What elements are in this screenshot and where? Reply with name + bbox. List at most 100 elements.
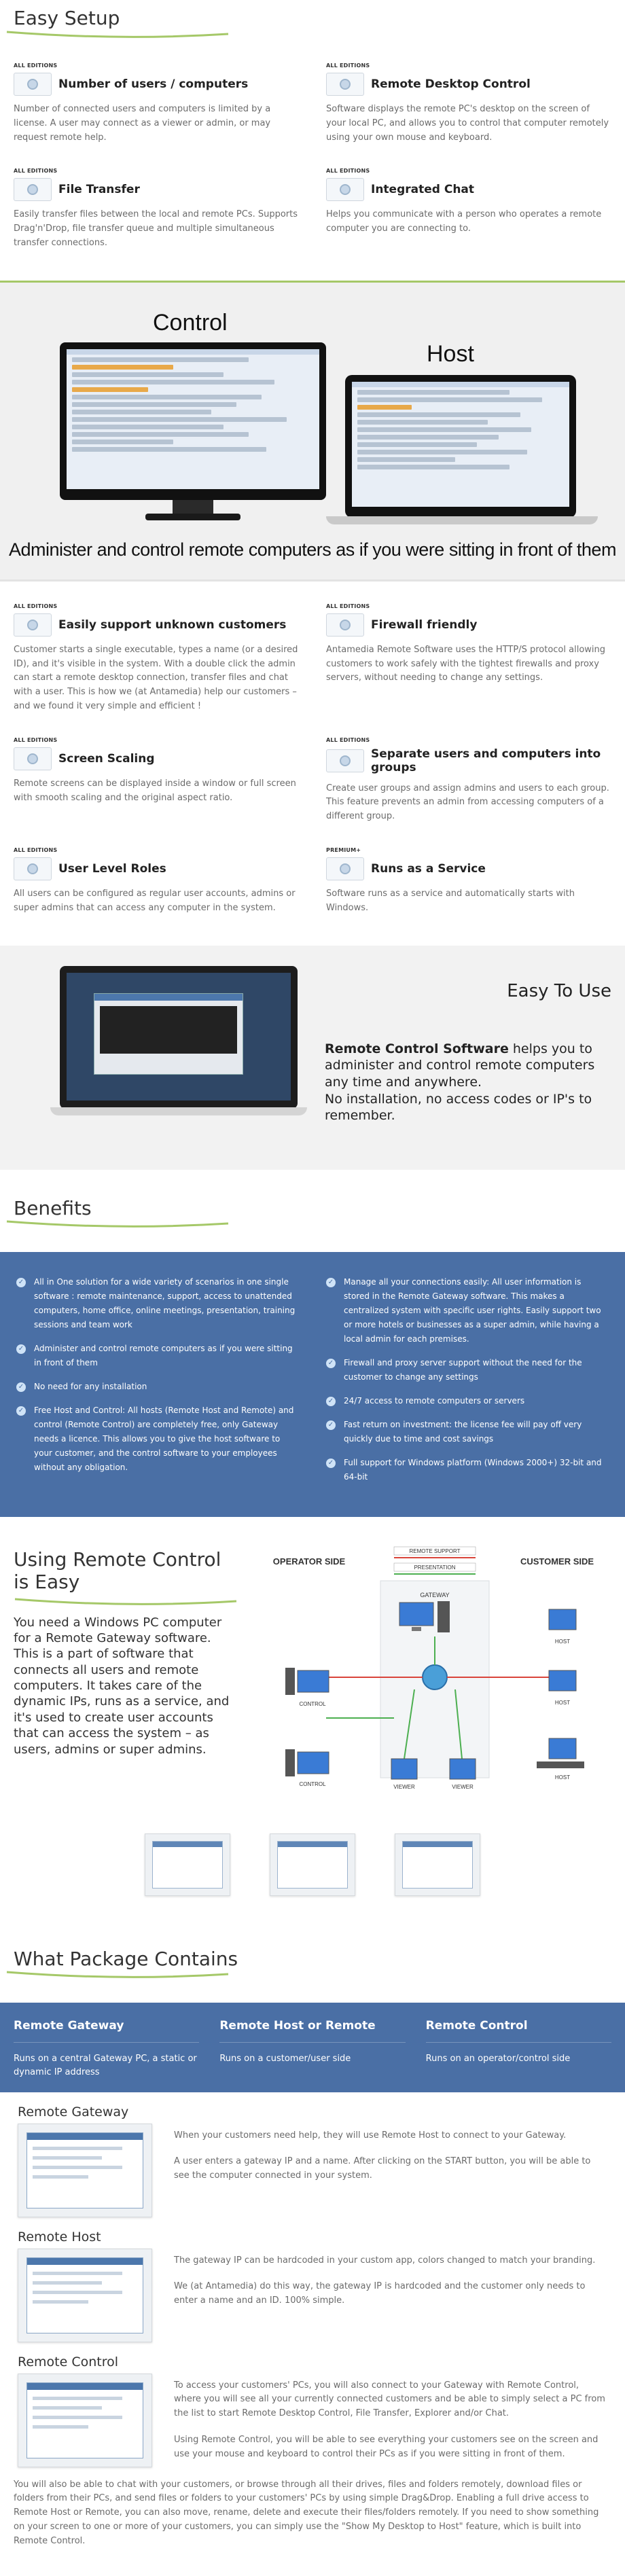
edition-badge: ALL EDITIONS: [14, 168, 58, 175]
benefit-text: All in One solution for a wide variety o…: [34, 1276, 296, 1329]
check-icon: ✓: [16, 1382, 26, 1392]
app-screenshot[interactable]: [18, 2373, 152, 2467]
feature-text: All users can be configured as regular u…: [14, 888, 296, 913]
edition-badge: ALL EDITIONS: [14, 62, 58, 69]
benefits-right-list: ✓ Manage all your connections easily: All…: [326, 1275, 609, 1494]
feature-title: User Level Roles: [58, 861, 166, 876]
feature-title: Integrated Chat: [371, 183, 475, 197]
green-swoosh: [6, 31, 229, 38]
feature-text: Number of connected users and computers …: [14, 104, 271, 143]
easy-to-use: Easy To Use Remote Control Software help…: [0, 945, 625, 1170]
control-monitor: [60, 342, 326, 500]
check-icon: ✓: [16, 1406, 26, 1416]
monitor-base: [145, 513, 240, 520]
host-pc-icon-1: [548, 1609, 577, 1630]
package-paragraph: To access your customers' PCs, you will …: [174, 2380, 605, 2419]
benefit-item: ✓ Full support for Windows platform (Wind…: [326, 1456, 609, 1484]
benefits-panel: ✓ All in One solution for a wide variety …: [0, 1251, 625, 1517]
host-label-2: HOST: [555, 1700, 570, 1706]
app-screenshot[interactable]: [18, 2123, 152, 2217]
screenshot-thumb[interactable]: [145, 1833, 230, 1896]
viewer-pc-icon-2: [449, 1758, 476, 1780]
host-label-3: HOST: [555, 1774, 570, 1781]
feature-title: Remote Desktop Control: [371, 77, 531, 91]
benefit-item: ✓Free Host and Control: All hosts (Remot…: [16, 1403, 299, 1475]
green-swoosh: [6, 1220, 229, 1228]
benefit-item: ✓ Fast return on investment: the license …: [326, 1418, 609, 1446]
easy-text-2: No installation, no access codes or IP's…: [325, 1091, 592, 1124]
section-title: Using Remote Control is Easy: [14, 1548, 221, 1594]
package-paragraph: A user enters a gateway IP and a name. A…: [174, 2156, 591, 2181]
control-label: Control: [153, 309, 228, 336]
benefit-text: Firewall and proxy server support withou…: [344, 1357, 582, 1382]
feature-text: Antamedia Remote Software uses the HTTP/…: [326, 644, 606, 683]
benefit-text: Full support for Windows platform (Windo…: [344, 1457, 602, 1482]
package-column-text: Runs on an operator/control side: [425, 2053, 571, 2064]
benefits-header: Benefits: [0, 1170, 625, 1219]
easy-setup-header: Easy Setup: [0, 0, 625, 29]
benefit-text: Administer and control remote computers …: [34, 1343, 293, 1367]
using-remote-control: Using Remote Control is Easy You need a …: [0, 1535, 625, 1833]
green-swoosh: [14, 1598, 237, 1605]
support-icon: [14, 613, 52, 637]
viewer-label-1: VIEWER: [393, 1784, 415, 1790]
easy-to-use-text: Remote Control Software helps you to adm…: [325, 1041, 610, 1124]
feature-text: Software displays the remote PC's deskto…: [326, 104, 609, 143]
service-icon: [326, 857, 364, 880]
benefit-text: Manage all your connections easily: All …: [344, 1276, 601, 1344]
remote-support-label: REMOTE SUPPORT: [410, 1548, 461, 1554]
edition-badge: ALL EDITIONS: [326, 736, 370, 743]
users-icon: [14, 73, 52, 96]
easy-to-use-title: Easy To Use: [507, 980, 611, 1001]
check-icon: ✓: [326, 1358, 336, 1368]
network-diagram: OPERATOR SIDE CUSTOMER SIDE REMOTE SUPPO…: [273, 1546, 594, 1790]
roles-icon: [14, 857, 52, 880]
host-pc-icon-3: [537, 1738, 584, 1768]
gateway-label: GATEWAY: [420, 1592, 449, 1598]
edition-badge: ALL EDITIONS: [326, 62, 370, 69]
viewer-label-2: VIEWER: [452, 1784, 474, 1790]
feature-text: Remote screens can be displayed inside a…: [14, 778, 296, 803]
package-paragraph: The gateway IP can be hardcoded in your …: [174, 2255, 596, 2266]
check-icon: ✓: [326, 1458, 336, 1468]
screenshot-thumb[interactable]: [270, 1833, 355, 1896]
host-label-1: HOST: [555, 1639, 570, 1645]
app-screenshot[interactable]: [18, 2248, 152, 2342]
benefit-item: ✓24/7 access to remote computers or serv…: [326, 1394, 609, 1408]
benefit-item: ✓Administer and control remote computers…: [16, 1342, 299, 1370]
package-paragraph: We (at Antamedia) do this way, the gatew…: [174, 2281, 586, 2306]
package-column-text: Runs on a central Gateway PC, a static o…: [14, 2053, 197, 2078]
package-paragraph: When your customers need help, they will…: [174, 2130, 567, 2141]
edition-badge: ALL EDITIONS: [14, 603, 58, 609]
benefit-text: Fast return on investment: the license f…: [344, 1419, 582, 1444]
hero-caption: Administer and control remote computers …: [9, 539, 616, 560]
globe-icon: [422, 1664, 448, 1690]
host-laptop: [345, 374, 576, 518]
benefit-text: 24/7 access to remote computers or serve…: [344, 1395, 525, 1406]
section-title: Easy Setup: [14, 7, 120, 29]
edition-badge: ALL EDITIONS: [326, 603, 370, 609]
feature-text: Customer starts a single executable, typ…: [14, 644, 298, 711]
hero-banner: Control Host: [0, 282, 625, 582]
check-icon: ✓: [326, 1420, 336, 1430]
feature-title: Firewall friendly: [371, 618, 478, 632]
benefits-left-list: ✓ All in One solution for a wide variety …: [16, 1275, 299, 1494]
benefit-item: ✓No need for any installation: [16, 1380, 299, 1394]
benefit-item: ✓All in One solution for a wide variety …: [16, 1275, 299, 1332]
screenshot-thumb[interactable]: [395, 1833, 480, 1896]
laptop-base: [326, 516, 598, 524]
control-pc-icon-1: [285, 1667, 329, 1695]
desktop-icon: [326, 73, 364, 96]
